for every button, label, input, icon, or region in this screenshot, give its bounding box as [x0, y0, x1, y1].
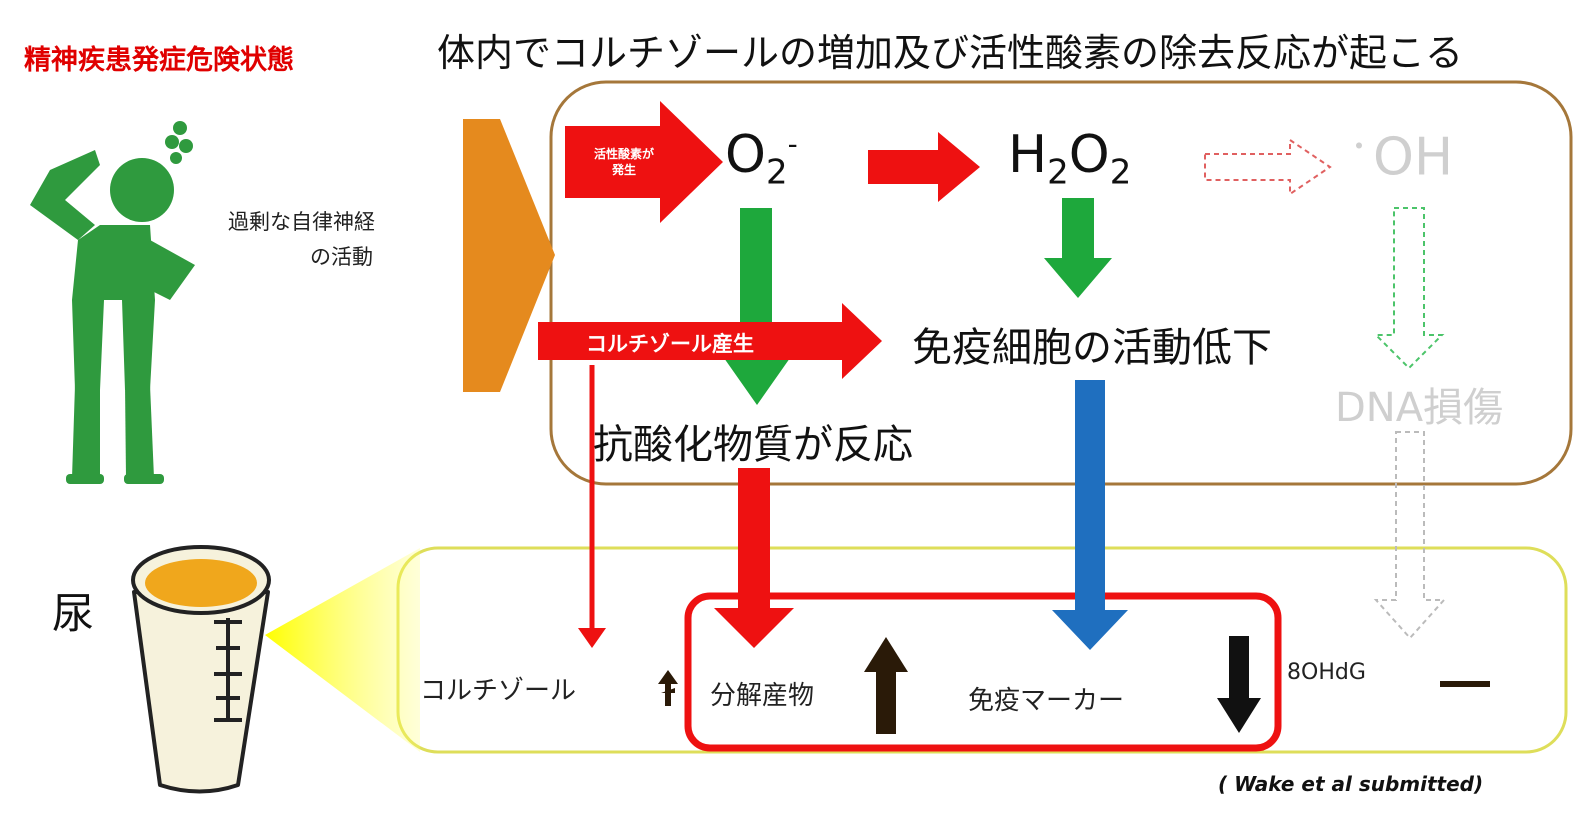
body-reaction-box	[549, 80, 1573, 486]
peroxide-label: H2O2	[1008, 125, 1131, 192]
orange-flow-arrow	[463, 119, 555, 392]
superoxide-base: O	[725, 125, 766, 185]
hydroxyl-green-arrow	[1373, 207, 1445, 370]
autonomic-line1: 過剰な自律神経	[228, 210, 375, 234]
marker-8ohdg: 8OHdG	[1287, 660, 1366, 685]
ros-generation-arrow	[565, 101, 723, 223]
superoxide-green-arrow	[724, 208, 790, 405]
antioxidant-label: 抗酸化物質が反応	[593, 422, 913, 468]
ohdg-dash	[1440, 681, 1490, 687]
cortisol-production-arrow	[538, 303, 882, 379]
cortisol-arrow-label: コルチゾール産生	[586, 332, 754, 356]
hydroxyl-base: OH	[1373, 127, 1454, 188]
peroxide-sub1: 2	[1047, 152, 1069, 193]
peroxide-to-hydroxyl-arrow	[1204, 138, 1332, 196]
ros-arrow-label: 活性酸素が 発生	[576, 146, 672, 178]
superoxide-to-peroxide-arrow	[868, 132, 980, 202]
urine-cup-icon	[131, 545, 271, 794]
dna-damage-label: DNA損傷	[1335, 385, 1504, 431]
page-title: 体内でコルチゾールの増加及び活性酸素の除去反応が起こる	[437, 31, 1464, 75]
urine-measure-box	[396, 546, 1568, 754]
marker-immune: 免疫マーカー	[968, 686, 1125, 716]
dna-to-8ohdg-arrow	[1373, 431, 1447, 640]
hydroxyl-sup: ・	[1345, 130, 1374, 163]
superoxide-label: O2-	[725, 125, 798, 192]
cortisol-up-small-arrow	[658, 670, 678, 706]
breakdown-up-arrow	[864, 637, 908, 734]
superoxide-sup: -	[787, 127, 798, 161]
person-icon	[30, 121, 195, 484]
cortisol-to-urine-head	[578, 628, 606, 648]
citation: ( Wake et al submitted)	[1218, 772, 1484, 796]
antioxidant-to-breakdown-arrow	[714, 468, 794, 648]
peroxide-sub2: 2	[1109, 152, 1132, 193]
immune-down-arrow	[1217, 636, 1261, 733]
peroxide-green-arrow	[1044, 198, 1112, 298]
risk-state-label: 精神疾患発症危険状態	[24, 45, 294, 76]
marker-breakdown: 分解産物	[710, 681, 815, 711]
autonomic-line2: の活動	[310, 245, 373, 269]
ros-arrow-line2: 発生	[611, 163, 636, 177]
immune-to-marker-arrow	[1052, 380, 1128, 650]
superoxide-sub: 2	[765, 152, 788, 193]
urine-light-beam	[265, 548, 420, 752]
immune-decline-label: 免疫細胞の活動低下	[912, 325, 1272, 371]
peroxide-base2: O	[1068, 125, 1110, 185]
hydroxyl-label: ・OH	[1345, 125, 1453, 187]
highlight-box	[684, 592, 1282, 752]
marker-cortisol: コルチゾール	[420, 676, 577, 706]
urine-label: 尿	[52, 589, 95, 638]
peroxide-base1: H	[1008, 125, 1048, 185]
ros-arrow-line1: 活性酸素が	[593, 147, 654, 161]
